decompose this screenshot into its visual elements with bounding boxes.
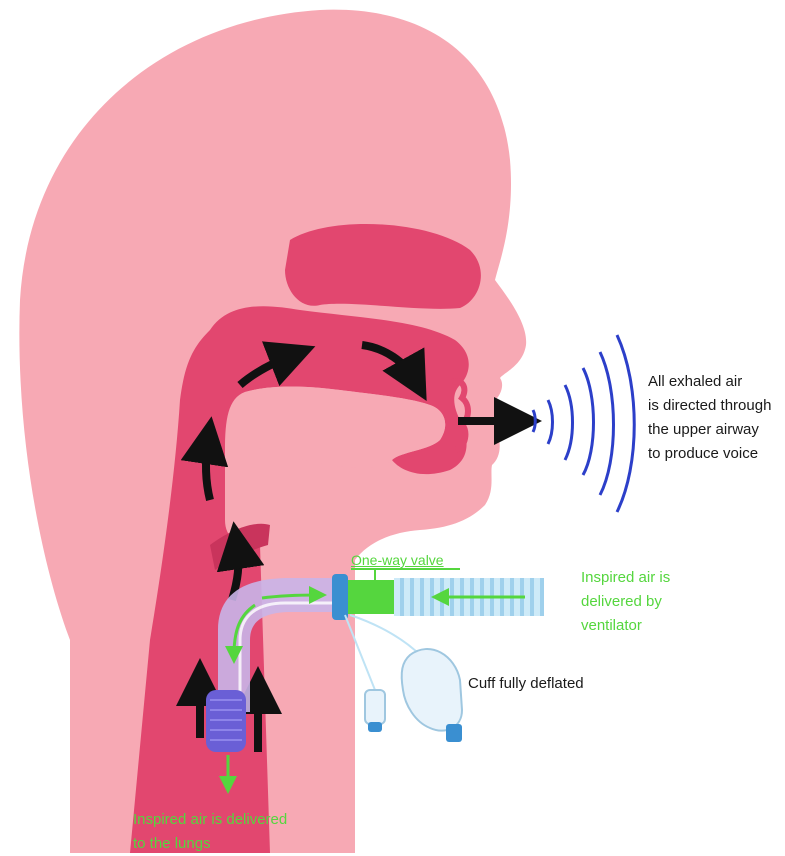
lips [450,378,471,453]
inspired-lungs-line-2: to the lungs [133,835,211,852]
cuff-ribbing [210,699,242,741]
inspired-arrow-tube-horizontal [261,586,327,605]
sound-waves [531,334,636,513]
exhaled-air-line-1: All exhaled air [648,373,743,390]
pilot-valve-small [364,689,386,725]
inspired-ventilator-line-3: ventilator [581,617,642,634]
inspired-ventilator-line-2: delivered by [581,593,662,610]
valve-flange [332,574,348,620]
airflow-arrow-pharynx [180,416,229,501]
pilot-connector-small [368,722,382,732]
inspired-ventilator-line-1: Inspired air is [581,569,671,586]
inspired-ventilator-label: Inspired air is delivered by ventilator [581,566,670,638]
exhaled-air-line-2: is directed through [648,397,772,414]
inspired-lungs-label: Inspired air is delivered to the lungs [133,808,287,856]
airflow-arrow-oral-2 [361,341,427,401]
exhaled-air-label: All exhaled air is directed through the … [648,370,771,466]
inspired-lungs-line-1: Inspired air is delivered [133,811,288,828]
airflow-arrow-oral-1 [237,341,316,389]
pilot-balloon-large [400,648,464,732]
one-way-valve-label: One-way valve [351,552,444,568]
nasal-cavity [285,223,481,309]
pilot-connector-large [446,724,462,742]
exhaled-air-line-3: the upper airway [648,421,759,438]
pilot-line [344,614,421,691]
tube-inner-highlight [238,601,338,712]
cuff-deflated-label: Cuff fully deflated [468,675,584,692]
exhaled-air-line-4: to produce voice [648,445,759,462]
one-way-valve [348,580,394,614]
tongue [232,386,446,468]
inspired-arrow-tube-curve [225,603,256,664]
